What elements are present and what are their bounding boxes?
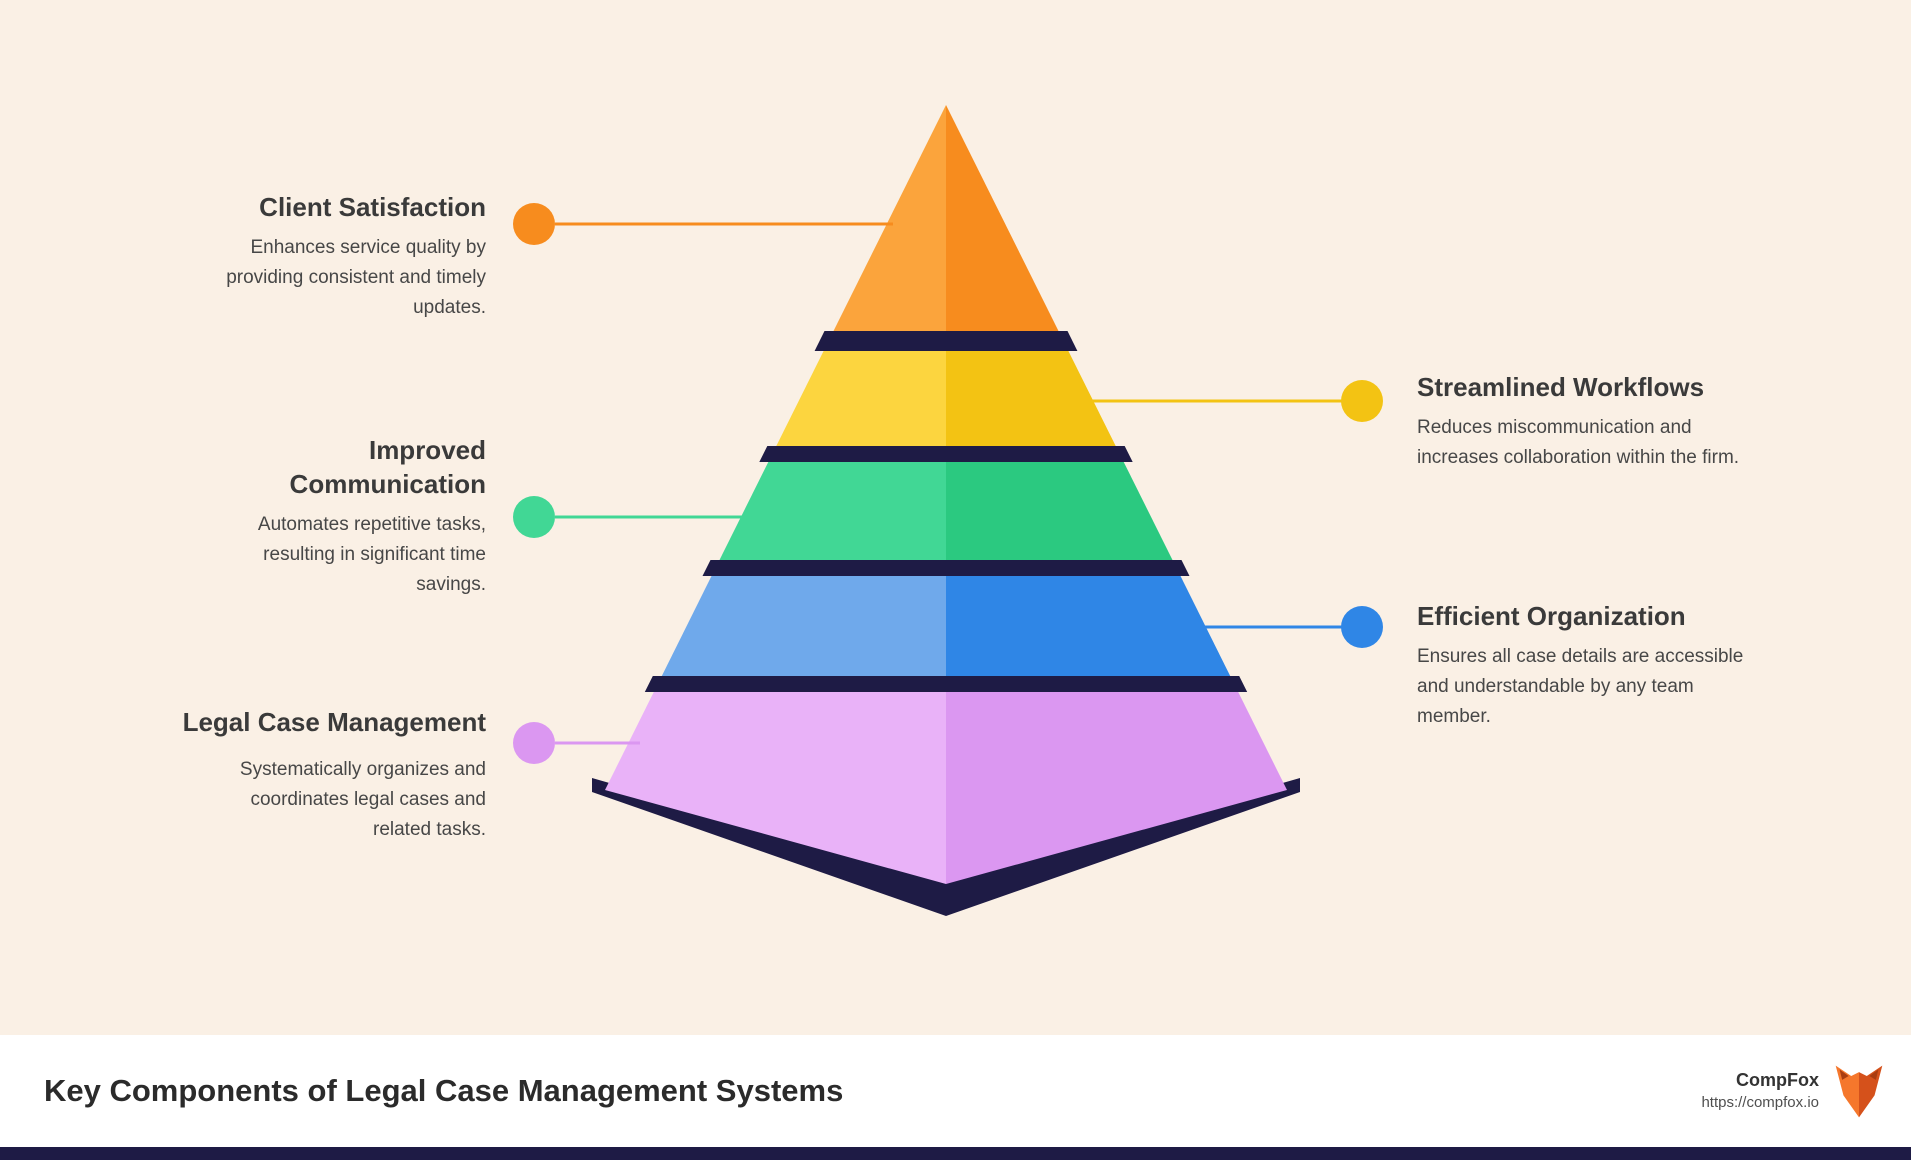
callout-description: Enhances service quality by providing co… [226,237,486,318]
pyramid-level-streamlined-workflows-left [776,351,946,446]
pyramid-level-improved-communication-left [719,462,946,560]
pyramid-separator-3 [702,560,1190,576]
pyramid-level-improved-communication-right [946,462,1173,560]
pyramid-level-efficient-organization-right [946,576,1231,676]
brand-name: CompFox [1736,1070,1819,1090]
fox-right-face [1859,1065,1883,1117]
pyramid-separator-1 [814,331,1078,351]
callout-description: Ensures all case details are accessible … [1417,646,1744,727]
pyramid-level-client-satisfaction-left [833,105,946,331]
callout-title: Client Satisfaction [259,192,486,222]
connector-dot-legal-case-management [513,722,555,764]
callout-client-satisfaction: Client Satisfaction Enhances service qua… [120,190,486,323]
connector-dot-improved-communication [513,496,555,538]
callout-title: Streamlined Workflows [1417,372,1705,402]
fox-left-face [1835,1065,1859,1117]
pyramid-base-shadow [592,778,1300,916]
fox-logo-icon [1835,1065,1883,1117]
footer-accent-strip [0,1147,1911,1160]
connector-dot-streamlined-workflows [1341,380,1383,422]
brand-block: CompFox https://compfox.io [1701,1063,1885,1120]
pyramid-level-client-satisfaction-right [946,105,1059,331]
pyramid-separator-4 [644,676,1248,692]
connector-dot-efficient-organization [1341,606,1383,648]
callout-description: Reduces miscommunication and increases c… [1417,417,1740,468]
callout-streamlined-workflows: Streamlined Workflows Reduces miscommuni… [1417,370,1767,473]
callout-title: Legal Case Management [182,707,486,737]
fox-inner-ear-left [1839,1068,1849,1080]
callout-legal-case-management: Legal Case Management Systematically org… [120,705,486,845]
page-title: Key Components of Legal Case Management … [44,1073,844,1108]
connector-dot-client-satisfaction [513,203,555,245]
pyramid-diagram [513,105,1383,916]
fox-inner-ear-right [1869,1068,1879,1080]
footer-bar: Key Components of Legal Case Management … [0,1035,1911,1147]
callout-description: Systematically organizes and coordinates… [239,759,486,840]
callout-description: Automates repetitive tasks, resulting in… [257,514,486,595]
pyramid-separator-2 [759,446,1133,462]
brand-url: https://compfox.io [1701,1094,1819,1111]
pyramid-level-legal-case-management-left [605,692,946,884]
callout-efficient-organization: Efficient Organization Ensures all case … [1417,599,1767,732]
callout-improved-communication: Improved Communication Automates repetit… [120,433,486,600]
callout-title: Efficient Organization [1417,601,1686,631]
brand-text: CompFox https://compfox.io [1701,1068,1819,1114]
pyramid-level-legal-case-management-right [946,692,1287,884]
pyramid-level-streamlined-workflows-right [946,351,1116,446]
pyramid-level-efficient-organization-left [661,576,946,676]
callout-title: Improved Communication [289,435,486,499]
